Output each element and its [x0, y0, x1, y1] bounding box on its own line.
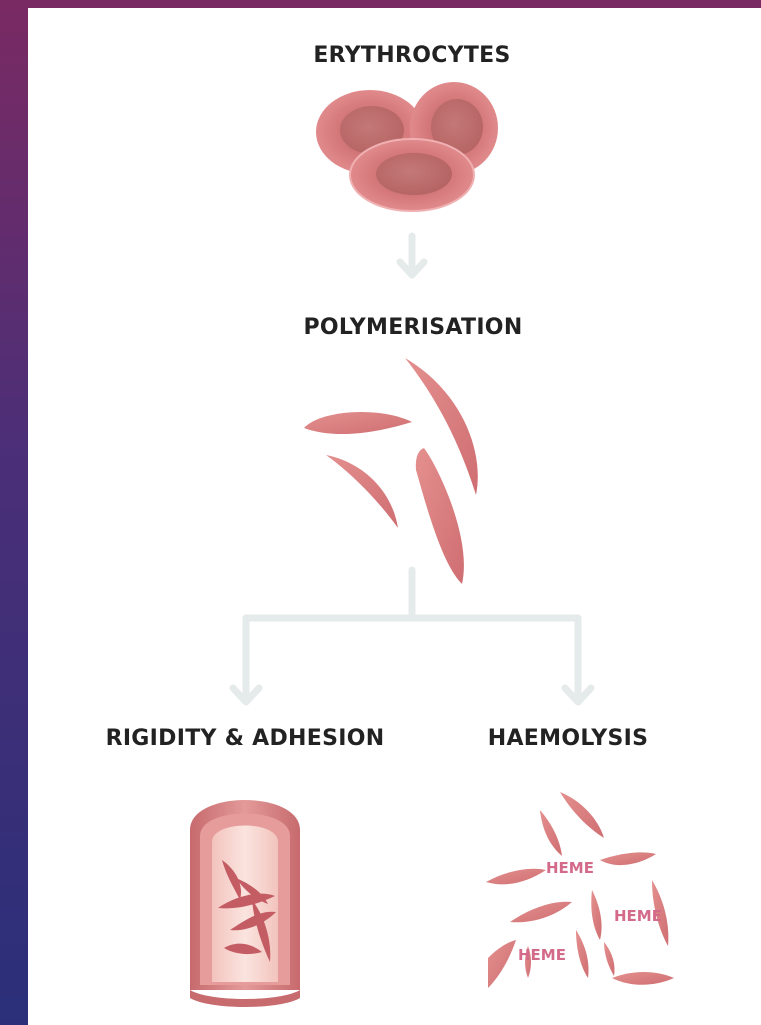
blood-vessel-illustration: [190, 800, 300, 1007]
erythrocytes-label: ERYTHROCYTES: [313, 43, 510, 68]
heme-label: HEME: [518, 946, 566, 964]
sickle-cell: [488, 940, 516, 988]
erythrocyte-cell-front: [350, 139, 474, 211]
polymerisation-label: POLYMERISATION: [303, 315, 522, 340]
sickle-cell: [560, 792, 604, 838]
sickle-cell: [604, 942, 615, 976]
sickle-cell: [326, 455, 398, 528]
heme-label: HEME: [546, 859, 594, 877]
arrow-erythrocytes-to-polymerisation: [400, 236, 424, 275]
sickle-cell: [540, 810, 562, 856]
sickle-cell: [576, 930, 589, 978]
haemolysis-illustration: [486, 792, 674, 988]
sickle-cell: [600, 852, 656, 865]
sickle-cell: [510, 902, 572, 923]
erythrocytes-illustration: [316, 82, 498, 211]
sickle-cell: [612, 972, 674, 985]
heme-label: HEME: [614, 907, 662, 925]
arrow-branch: [233, 570, 591, 702]
sickle-cells-illustration: [304, 358, 478, 584]
sickle-cell: [591, 890, 601, 940]
rigidity-adhesion-label: RIGIDITY & ADHESION: [106, 726, 385, 751]
sickle-cell: [416, 448, 464, 584]
sickle-cell: [304, 412, 412, 434]
sickle-cell: [486, 869, 546, 885]
haemolysis-label: HAEMOLYSIS: [488, 726, 648, 751]
sickle-cell: [405, 358, 478, 495]
